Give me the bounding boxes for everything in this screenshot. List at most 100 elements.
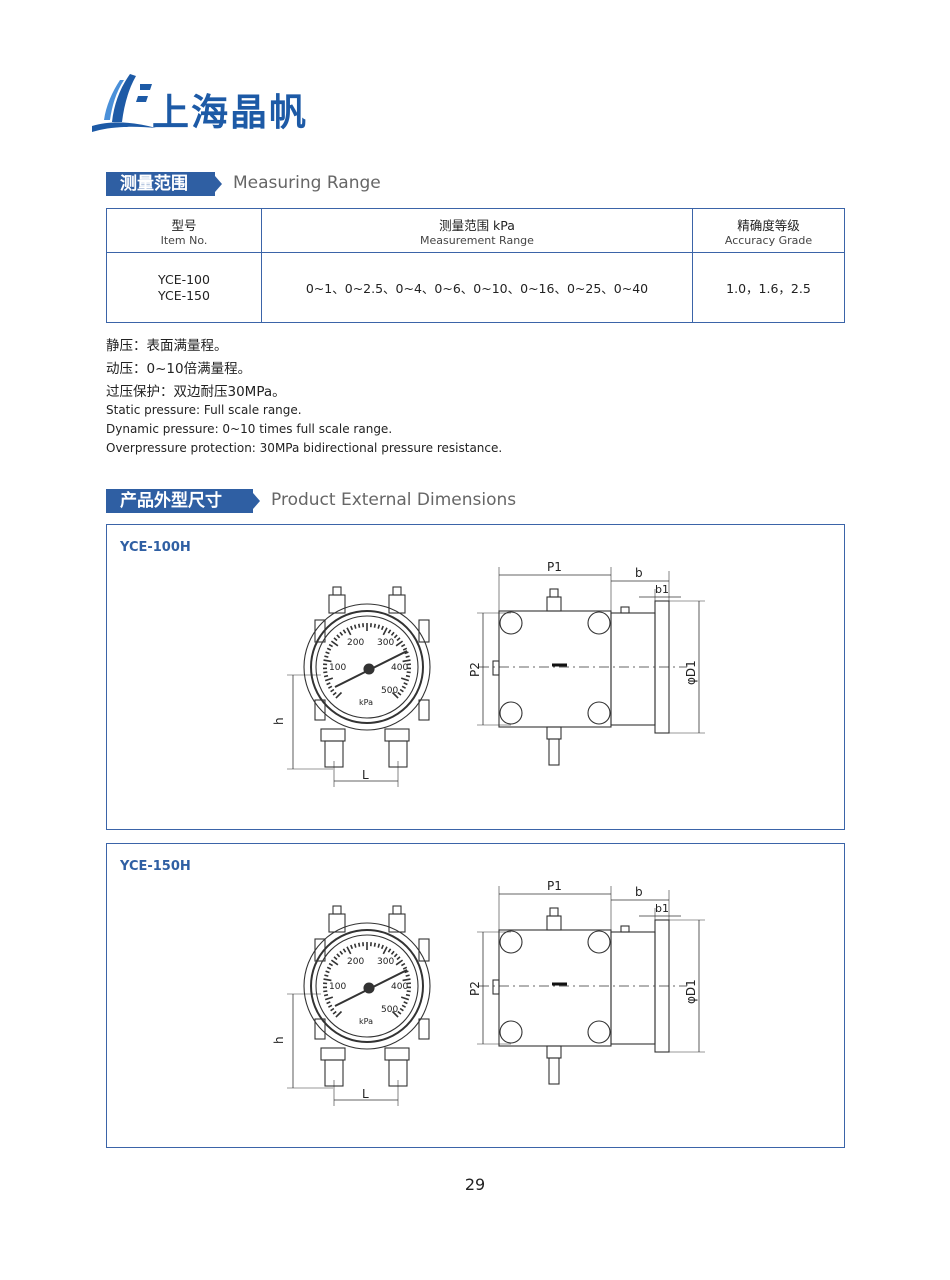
note-static-en: Static pressure: Full scale range. (106, 403, 302, 417)
dial-unit: kPa (359, 698, 373, 707)
dial-tick (333, 956, 338, 961)
sail-logo-icon (92, 74, 156, 132)
dial-tick (324, 996, 334, 1001)
logo-text: 上海晶帆 (152, 91, 308, 134)
dial-tick (406, 990, 411, 993)
note-static-cn: 静压：表面满量程。 (106, 338, 228, 354)
dial-tick (387, 948, 392, 953)
dim-label-P1: P1 (547, 560, 562, 574)
technical-drawing-svg: 200 300 100 400 500 kPa h L P1 b b1 P2 φ… (272, 879, 705, 1106)
dial-tick (405, 674, 411, 678)
dial-tick (399, 1007, 404, 1012)
dial-tick (391, 691, 399, 699)
dim-label-P1: P1 (547, 879, 562, 893)
section-title-cn: 测量范围 (120, 174, 188, 194)
dial-tick (332, 1010, 337, 1015)
dial-tick (328, 962, 333, 967)
dial-tick (406, 671, 411, 674)
cell-range: 0~1、0~2.5、0~4、0~6、0~10、0~16、0~25、0~40 (261, 252, 693, 323)
dial-label: 500 (381, 1005, 398, 1015)
dial-tick (324, 655, 329, 658)
section-title-en: Product External Dimensions (271, 490, 517, 510)
note-dynamic-en: Dynamic pressure: 0~10 times full scale … (106, 422, 393, 436)
dial-tick (382, 627, 388, 636)
dial-tick (342, 629, 347, 634)
dial-tick (402, 966, 408, 970)
dial-tick (396, 956, 401, 961)
company-logo: 上海晶帆 (90, 70, 340, 140)
dial-tick (323, 993, 329, 997)
dial-tick (346, 627, 352, 636)
section-arrow-icon (215, 176, 222, 192)
dial-unit: kPa (359, 1017, 373, 1026)
gauge-side-view (479, 907, 687, 1085)
dial-tick (330, 640, 339, 647)
dimension-panel-yce-150h: YCE-150H (106, 843, 845, 1148)
technical-drawing-svg: 200 300 100 400 500 kPa h L P1 b b1 P2 φ… (272, 560, 705, 787)
section-title-cn: 产品外型尺寸 (120, 491, 222, 511)
dial-tick (350, 944, 354, 950)
dial-tick (404, 970, 409, 974)
dial-tick (396, 637, 401, 642)
dim-label-D1: φD1 (684, 979, 698, 1004)
dial-tick (358, 942, 361, 947)
cell-accuracy: 1.0，1.6，2.5 (692, 252, 845, 323)
dial-tick (380, 625, 384, 631)
dial-tick (326, 1001, 331, 1005)
dial-tick (373, 942, 376, 947)
dial-tick (393, 634, 398, 639)
dial-tick (323, 674, 329, 678)
dial-tick (323, 990, 328, 993)
note-overpressure-en: Overpressure protection: 30MPa bidirecti… (106, 441, 503, 455)
dim-label-P2: P2 (468, 662, 482, 677)
dial-tick (335, 691, 343, 699)
dial-tick (402, 659, 411, 663)
dial-label: 400 (391, 982, 408, 992)
dial-tick (397, 1010, 402, 1015)
dial-tick (336, 953, 341, 958)
dial-tick (377, 943, 381, 948)
dial-tick (358, 623, 361, 628)
dial-tick (373, 623, 376, 628)
dial-tick (405, 655, 410, 658)
dial-tick (328, 1004, 333, 1008)
dial-tick (380, 944, 384, 950)
dial-label: 300 (377, 638, 394, 648)
dial-tick (328, 685, 333, 689)
dial-label: 100 (329, 982, 346, 992)
dial-tick (328, 643, 333, 648)
dial-tick (401, 685, 406, 689)
section-title-en: Measuring Range (233, 173, 381, 193)
dim-label-D1: φD1 (684, 660, 698, 685)
dial-tick (326, 682, 331, 686)
section-tag-measuring-range: 测量范围 (106, 172, 215, 196)
dial-tick (405, 974, 410, 977)
dial-tick (390, 631, 395, 636)
dial-tick (377, 624, 381, 629)
dial-tick (350, 625, 354, 631)
dial-tick (323, 659, 332, 663)
dial-tick (400, 996, 410, 1001)
dim-label-L: L (362, 1087, 369, 1101)
dial-tick (333, 637, 338, 642)
dial-tick (325, 651, 330, 655)
section-tag-dimensions: 产品外型尺寸 (106, 489, 253, 513)
dim-label-h: h (272, 1036, 286, 1044)
dial-tick (404, 651, 409, 655)
dial-tick (403, 1001, 408, 1005)
dial-ticks (322, 623, 412, 699)
dial-tick (342, 948, 347, 953)
dial-tick (339, 631, 344, 636)
dial-tick (391, 1010, 399, 1018)
gauge-front-view (303, 586, 431, 768)
dial-label: 200 (347, 957, 364, 967)
dial-tick (400, 677, 410, 682)
dial-tick (330, 959, 339, 966)
dial-tick (402, 647, 408, 651)
dial-tick (401, 962, 406, 967)
note-overpressure-cn: 过压保护：双边耐压30MPa。 (106, 384, 286, 400)
panel-model-label: YCE-100H (120, 540, 191, 555)
